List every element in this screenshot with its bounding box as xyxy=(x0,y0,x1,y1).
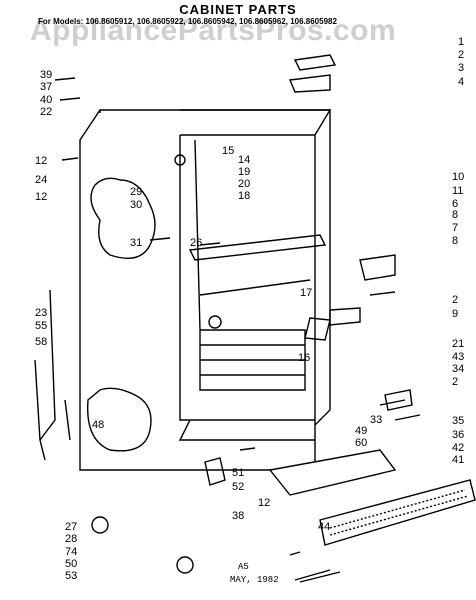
callout-20: 20 xyxy=(238,178,250,190)
callout-44: 44 xyxy=(318,521,330,533)
callout-52: 52 xyxy=(232,481,244,493)
caster-rear xyxy=(176,556,194,574)
cabinet-body xyxy=(79,109,332,471)
callout-14: 14 xyxy=(238,154,250,166)
base-grille xyxy=(319,479,476,546)
diagram-title: CABINET PARTS xyxy=(179,2,297,17)
callout-16: 16 xyxy=(298,352,310,364)
callout-43: 43 xyxy=(452,351,464,363)
callout-18: 18 xyxy=(238,190,250,202)
callout-2b: 2 xyxy=(452,294,458,306)
callout-40: 40 xyxy=(40,94,52,106)
callout-29: 29 xyxy=(130,186,142,198)
footer-date: MAY, 1982 xyxy=(230,575,279,585)
drip-pan xyxy=(268,449,397,496)
callout-2: 2 xyxy=(458,49,464,61)
callout-23: 23 xyxy=(35,307,47,319)
callout-33: 33 xyxy=(370,414,382,426)
callout-27: 27 xyxy=(65,521,77,533)
callout-60: 60 xyxy=(355,437,367,449)
callout-42: 42 xyxy=(452,442,464,454)
callout-49: 49 xyxy=(355,425,367,437)
caster-front xyxy=(91,516,109,534)
callout-22: 22 xyxy=(40,106,52,118)
callout-12a: 12 xyxy=(35,155,47,167)
callout-28: 28 xyxy=(65,533,77,545)
callout-53: 53 xyxy=(65,570,77,582)
callout-48: 48 xyxy=(92,419,104,431)
callout-34: 34 xyxy=(452,363,464,375)
footer-code: A5 xyxy=(238,562,249,572)
callout-41: 41 xyxy=(452,454,464,466)
model-list: For Models: 106.8605912, 106.8605922, 10… xyxy=(38,17,337,26)
callout-35: 35 xyxy=(452,415,464,427)
cutout-insulation-top xyxy=(90,177,156,259)
cutout-insulation-bottom xyxy=(86,387,152,452)
plug-button xyxy=(174,154,186,166)
callout-17: 17 xyxy=(300,287,312,299)
callout-19: 19 xyxy=(238,166,250,178)
callout-51: 51 xyxy=(232,467,244,479)
callout-11: 11 xyxy=(452,185,463,197)
callout-31: 31 xyxy=(130,237,142,249)
callout-7: 7 xyxy=(452,222,458,234)
callout-30: 30 xyxy=(130,199,142,211)
callout-9: 9 xyxy=(452,308,458,320)
callout-38: 38 xyxy=(232,510,244,522)
callout-10: 10 xyxy=(452,171,464,183)
callout-6: 6 xyxy=(452,198,458,210)
callout-58: 58 xyxy=(35,336,47,348)
callout-4: 4 xyxy=(458,76,464,88)
callout-36: 36 xyxy=(452,429,464,441)
callout-12c: 12 xyxy=(258,497,270,509)
callout-39: 39 xyxy=(40,69,52,81)
callout-74: 74 xyxy=(65,546,77,558)
watermark: AppliancePartsPros.com xyxy=(30,14,397,47)
callout-8a: 8 xyxy=(452,209,458,221)
callout-55: 55 xyxy=(35,320,47,332)
callout-50: 50 xyxy=(65,558,77,570)
callout-12b: 12 xyxy=(35,191,47,203)
callout-labels: 1 2 3 4 39 37 40 22 15 12 24 12 29 30 31… xyxy=(35,36,464,582)
callout-37: 37 xyxy=(40,81,52,93)
callout-26: 26 xyxy=(190,237,202,249)
callout-2c: 2 xyxy=(452,376,458,388)
callout-24: 24 xyxy=(35,174,47,186)
callout-21: 21 xyxy=(452,338,464,350)
callout-1: 1 xyxy=(458,36,464,48)
callout-3: 3 xyxy=(458,62,464,74)
callout-8b: 8 xyxy=(452,235,458,247)
callout-15: 15 xyxy=(222,145,234,157)
